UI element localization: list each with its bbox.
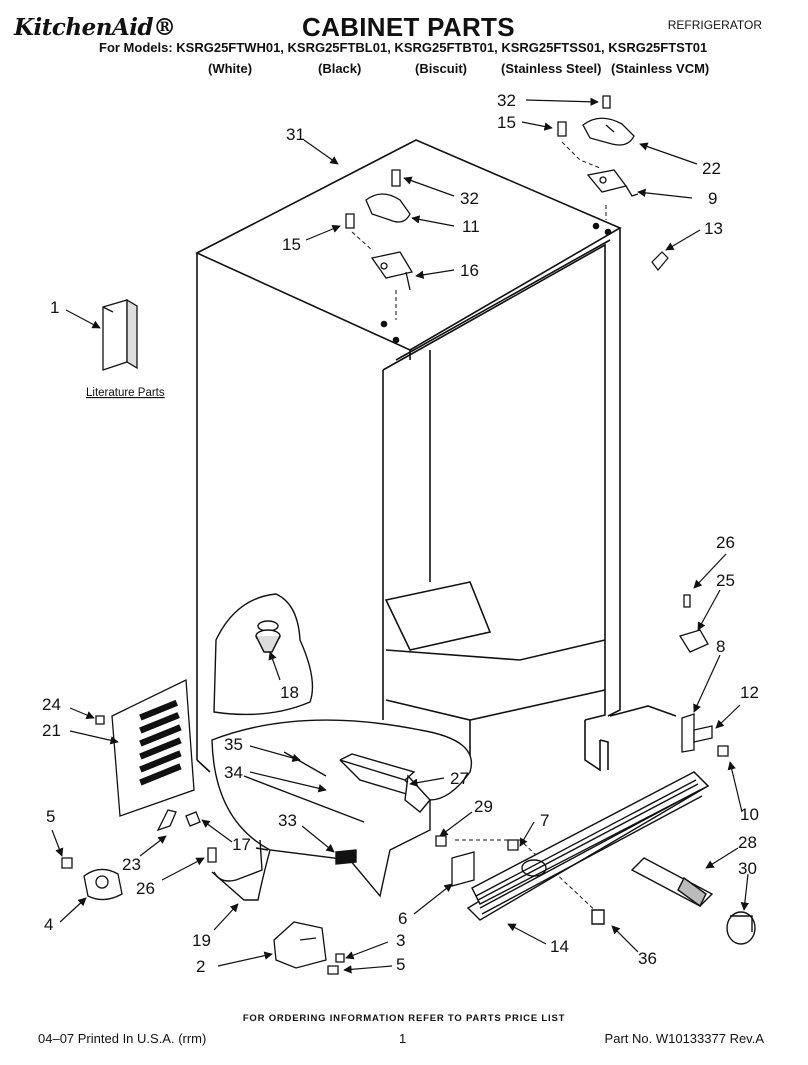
upper-hinge-left (345, 169, 414, 291)
hinge-clip (651, 251, 669, 271)
machine-compartment (211, 719, 472, 901)
callout-22: 22 (702, 159, 721, 178)
callout-26-right: 26 (716, 533, 735, 552)
callout-17: 17 (232, 835, 251, 854)
callout-23: 23 (122, 855, 141, 874)
page-number: 1 (399, 1031, 407, 1046)
callout-10: 10 (740, 805, 759, 824)
small-parts-left (61, 809, 217, 901)
print-info: 04–07 Printed In U.S.A. (rrm) (38, 1031, 207, 1046)
variant-black: (Black) (318, 61, 362, 76)
page-title: CABINET PARTS (302, 12, 515, 42)
callout-21: 21 (42, 721, 61, 740)
callout-25: 25 (716, 571, 735, 590)
literature-parts-label: Literature Parts (86, 387, 165, 399)
part-number: Part No. W10133377 Rev.A (604, 1031, 764, 1046)
lower-hinge-left (273, 921, 345, 975)
cabinet-body (195, 139, 677, 773)
callout-11: 11 (462, 217, 480, 236)
upper-hinge-right (557, 95, 639, 197)
callout-27: 27 (450, 769, 469, 788)
variant-stainless-steel: (Stainless Steel) (501, 61, 602, 76)
brand-logo: KitchenAid® (14, 14, 176, 41)
callout-16: 16 (460, 261, 479, 280)
callout-4: 4 (44, 915, 53, 934)
callout-31: 31 (286, 125, 305, 144)
callout-28: 28 (738, 833, 757, 852)
variant-stainless-vcm: (Stainless VCM) (611, 61, 710, 76)
callout-19: 19 (192, 931, 211, 950)
callout-9: 9 (708, 189, 717, 208)
callout-32-left: 32 (460, 189, 479, 208)
callout-12: 12 (740, 683, 759, 702)
model-variants: (White) (Black) (Biscuit) (Stainless Ste… (0, 61, 808, 81)
callout-15-left: 15 (282, 235, 301, 254)
variant-biscuit: (Biscuit) (415, 61, 467, 76)
callout-13: 13 (704, 219, 723, 238)
water-filter (630, 857, 756, 945)
callout-1: 1 (50, 298, 59, 317)
lower-left-panel (95, 678, 195, 817)
models-line: For Models: KSRG25FTWH01, KSRG25FTBL01, … (99, 40, 708, 55)
callout-35: 35 (224, 735, 243, 754)
callout-34: 34 (224, 763, 243, 782)
callout-32-top: 32 (497, 91, 516, 110)
callout-2: 2 (196, 957, 205, 976)
callout-30: 30 (738, 859, 757, 878)
literature-box (102, 298, 138, 371)
callout-24: 24 (42, 695, 61, 714)
callout-6: 6 (398, 909, 407, 928)
callout-5-bottom: 5 (396, 955, 405, 974)
toe-grille (466, 771, 710, 925)
callout-14: 14 (550, 937, 569, 956)
callout-7: 7 (540, 811, 549, 830)
category-label: REFRIGERATOR (667, 18, 762, 32)
lower-hinge-right (678, 594, 729, 757)
callout-8: 8 (716, 637, 725, 656)
callout-3: 3 (396, 931, 405, 950)
variant-white: (White) (208, 61, 253, 76)
callout-29: 29 (474, 797, 493, 816)
callout-26-left: 26 (136, 879, 155, 898)
drain-cutaway (213, 593, 314, 716)
callout-5-left: 5 (46, 807, 55, 826)
callout-18: 18 (280, 683, 299, 702)
ordering-info: FOR ORDERING INFORMATION REFER TO PARTS … (242, 1013, 566, 1024)
callout-33: 33 (278, 811, 297, 830)
callout-15-top: 15 (497, 113, 516, 132)
callout-36: 36 (638, 949, 657, 968)
center-bracket (435, 835, 519, 887)
